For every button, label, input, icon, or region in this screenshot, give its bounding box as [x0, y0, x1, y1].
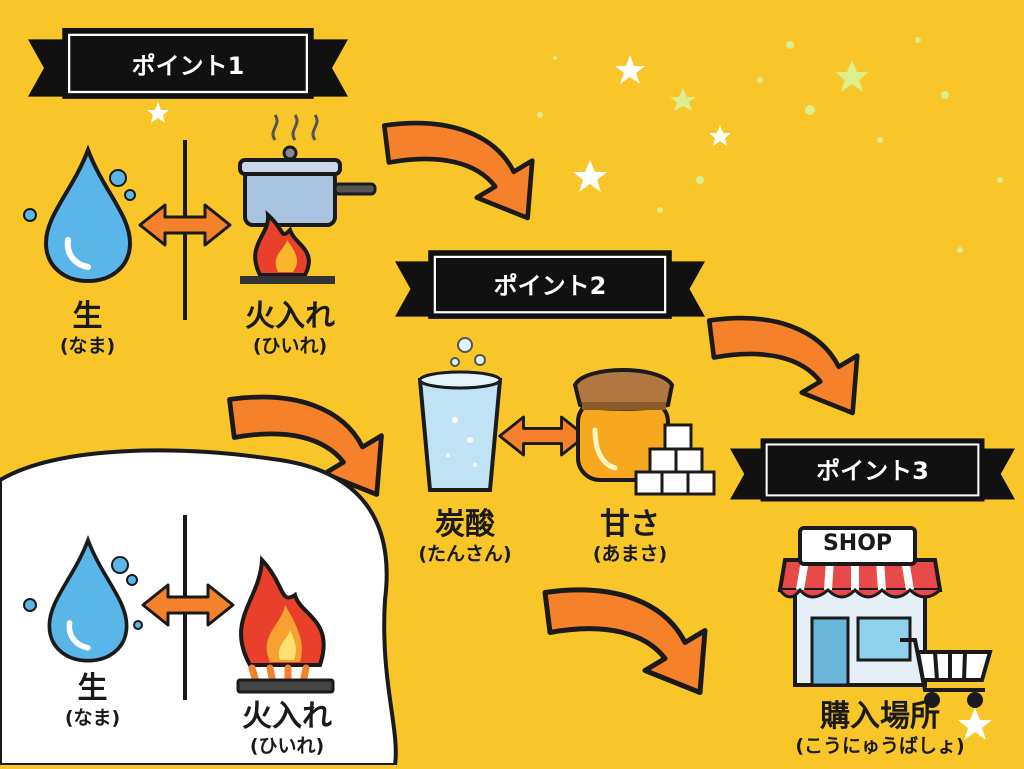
tansan-text: 炭酸	[435, 507, 495, 542]
amasa-label: 甘さ (あまさ)	[570, 508, 690, 566]
nama-top-text: 生	[72, 299, 103, 334]
sugar-cubes-icon	[634, 423, 716, 496]
point3-label: ポイント3	[816, 457, 929, 485]
hiire-bottom-label: 火入れ (ひいれ)	[222, 700, 352, 758]
water-drop-icon	[23, 150, 136, 281]
kounyu-text: 購入場所	[820, 699, 940, 734]
amasa-reading: (あまさ)	[592, 543, 668, 565]
nama-bottom-reading: (なま)	[64, 707, 121, 729]
shop-icon	[777, 526, 943, 687]
hiire-bottom-text: 火入れ	[242, 699, 332, 734]
amasa-text: 甘さ	[600, 507, 660, 542]
kounyu-label: 購入場所 (こうにゅうばしょ)	[780, 700, 980, 758]
arrow-point2-to-point3	[709, 318, 857, 413]
shop-sign: SHOP	[822, 531, 893, 556]
sparkle-icon	[147, 55, 992, 740]
hiire-top-label: 火入れ (ひいれ)	[225, 300, 355, 358]
tansan-reading: (たんさん)	[418, 543, 512, 565]
gas-flame-icon	[236, 555, 335, 694]
soda-glass-icon	[417, 337, 503, 492]
arrow-point1-to-point2	[384, 123, 532, 218]
nama-bottom-label: 生 (なま)	[45, 672, 140, 730]
shopping-cart-icon	[900, 638, 993, 708]
hiire-top-reading: (ひいれ)	[252, 335, 328, 357]
tansan-label: 炭酸 (たんさん)	[400, 508, 530, 566]
hiire-bottom-reading: (ひいれ)	[249, 735, 325, 757]
sparkle-dots-icon	[537, 37, 1003, 253]
arrow-tansan-to-shop	[545, 590, 705, 693]
honey-jar-icon	[572, 368, 675, 482]
point2-label: ポイント2	[493, 272, 607, 300]
nama-top-label: 生 (なま)	[40, 300, 135, 358]
hiire-top-text: 火入れ	[245, 299, 335, 334]
pot-on-fire-icon	[238, 114, 377, 284]
nama-top-reading: (なま)	[59, 335, 116, 357]
kounyu-reading: (こうにゅうばしょ)	[795, 735, 965, 757]
point1-label: ポイント1	[131, 52, 245, 80]
water-drop-icon	[23, 540, 143, 661]
nama-bottom-text: 生	[77, 671, 108, 706]
swap-arrow	[498, 415, 587, 457]
